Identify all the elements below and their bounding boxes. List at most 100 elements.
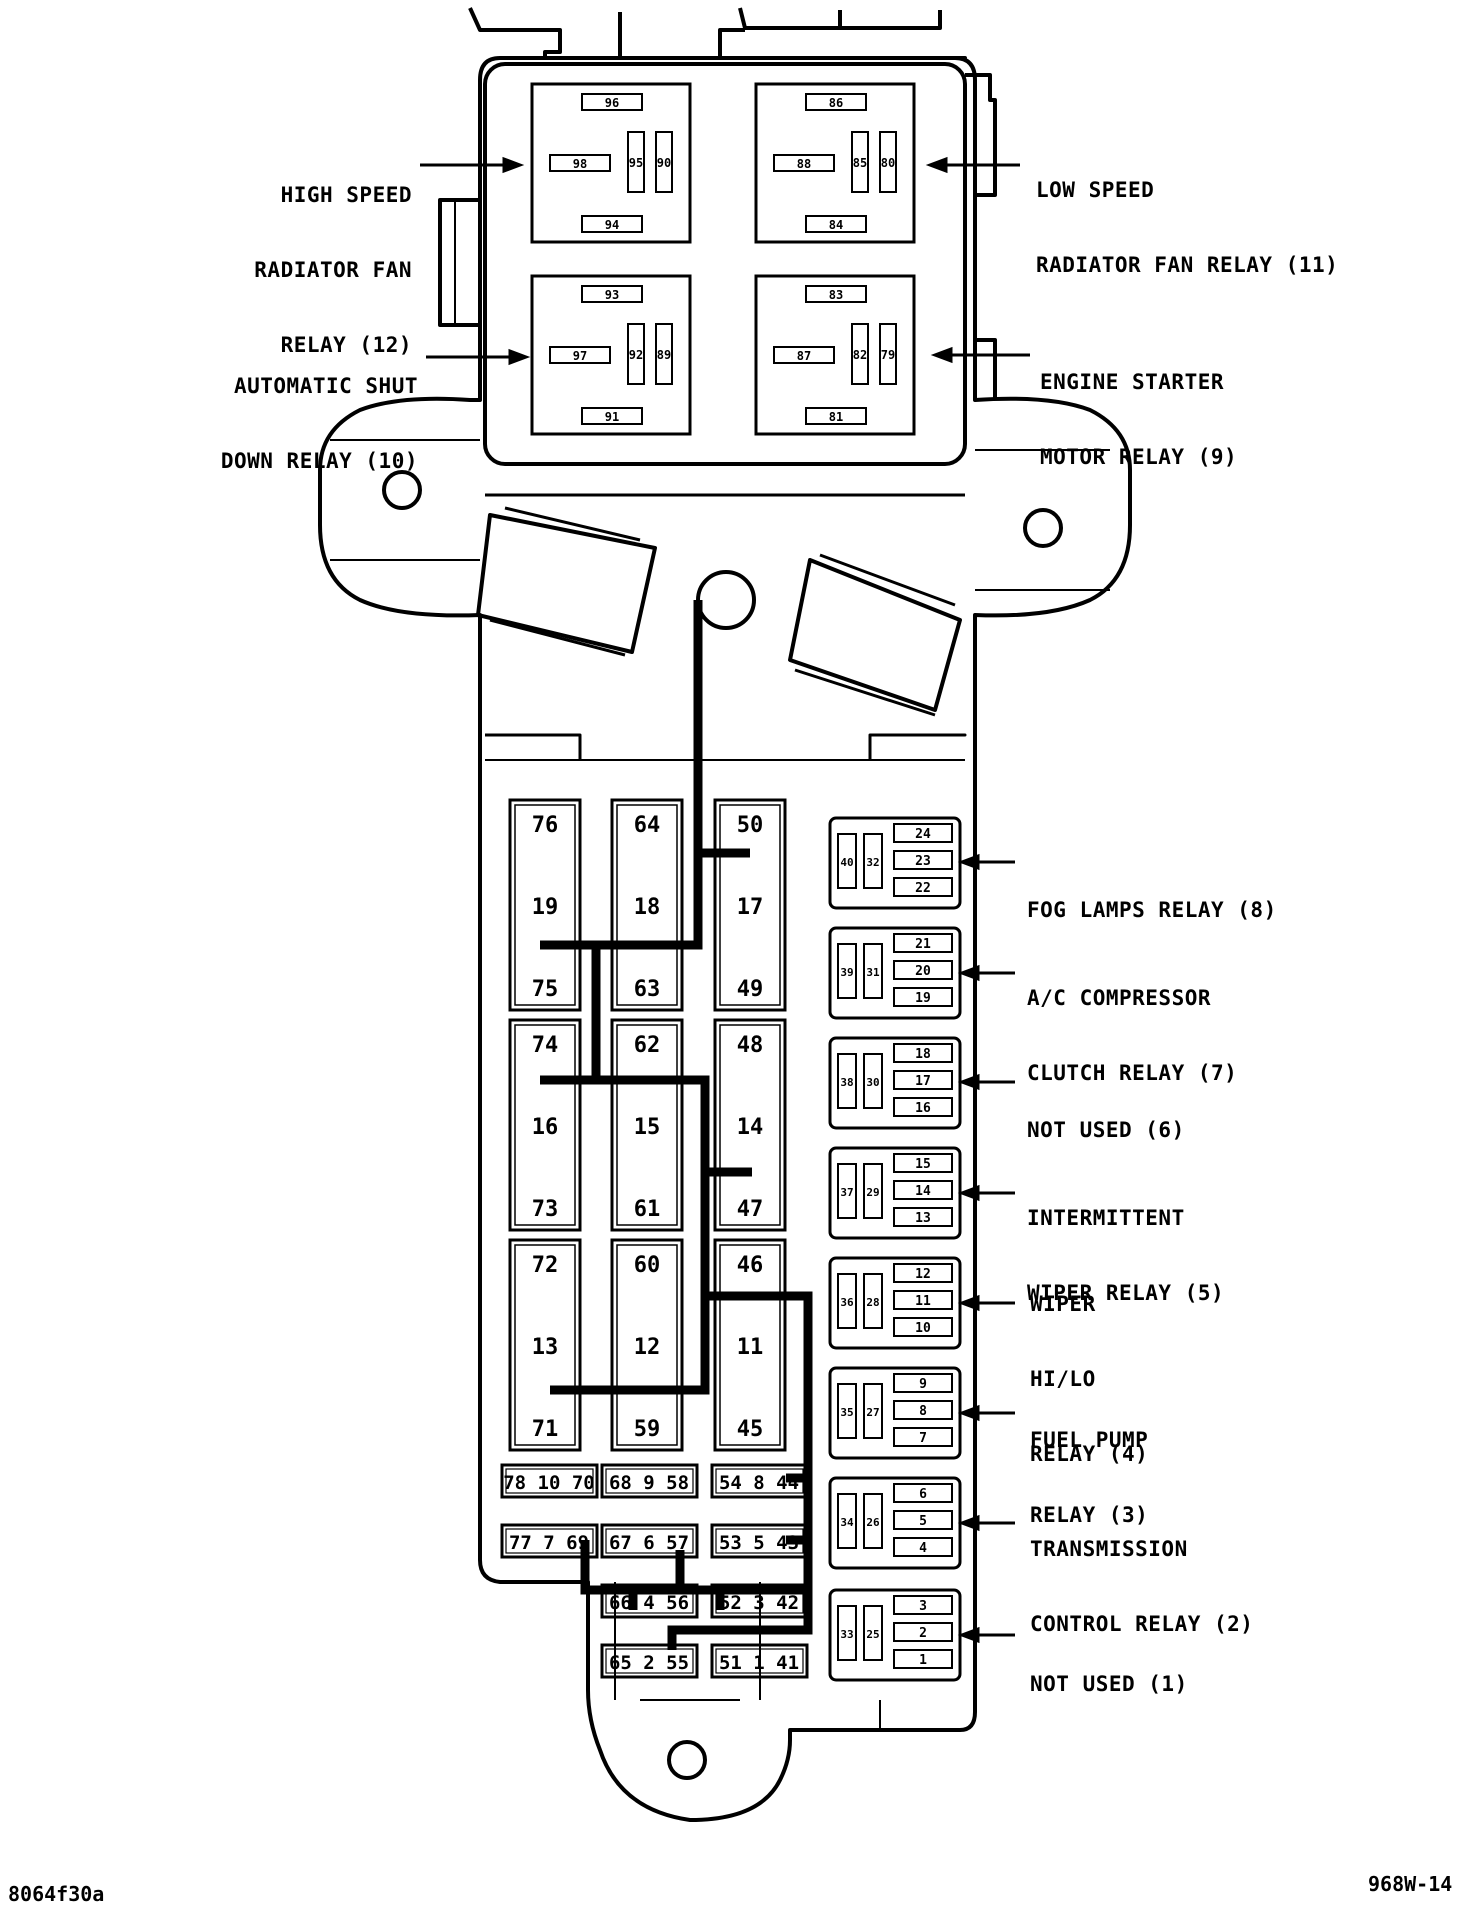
side-relay-terminal bbox=[893, 1537, 953, 1557]
fuse-number-mid: 13 bbox=[532, 1335, 559, 1360]
mini-fuse-numbers: 65 2 55 bbox=[609, 1652, 689, 1674]
arrow-head bbox=[957, 1184, 980, 1202]
side-relay-pin-b bbox=[863, 1273, 883, 1329]
fuse-number-top: 72 bbox=[532, 1253, 559, 1278]
side-relay-terminal-number: 21 bbox=[915, 937, 931, 952]
housing-outline bbox=[318, 56, 1132, 1822]
side-relay-terminal-number: 8 bbox=[919, 1404, 927, 1419]
fuse-number-top: 50 bbox=[737, 813, 764, 838]
slanted-connector-right bbox=[788, 553, 962, 717]
relay-terminal-number: 97 bbox=[573, 349, 587, 363]
arrow-head bbox=[508, 348, 531, 366]
mini-fuse-numbers: 78 10 70 bbox=[503, 1472, 595, 1494]
side-relay-pin-a bbox=[837, 1605, 857, 1661]
side-relay-terminal bbox=[893, 1180, 953, 1200]
side-relay-pin-a bbox=[837, 1053, 857, 1109]
label-ac-compressor-relay: A/C COMPRESSOR CLUTCH RELAY (7) bbox=[1027, 986, 1238, 1085]
fuse-outline bbox=[610, 798, 684, 1012]
relay-terminal bbox=[581, 407, 643, 425]
mini-fuse-numbers: 52 3 42 bbox=[719, 1592, 799, 1614]
top-tab-left bbox=[468, 7, 562, 60]
mini-fuse-outline bbox=[600, 1583, 699, 1619]
side-relay-pin-b-number: 30 bbox=[866, 1076, 879, 1089]
fuse-outline bbox=[508, 1018, 582, 1232]
side-relay-terminal-number: 17 bbox=[915, 1074, 931, 1089]
side-relay-terminal bbox=[893, 1510, 953, 1530]
side-relay-terminal-number: 20 bbox=[915, 964, 931, 979]
side-relay-body bbox=[828, 1036, 962, 1130]
fuse-inner bbox=[514, 804, 576, 1006]
side-relay-pin-a bbox=[837, 1383, 857, 1439]
side-relay-pin-b-number: 31 bbox=[866, 966, 880, 979]
relay-terminal-number: 88 bbox=[797, 157, 811, 171]
relay-terminal bbox=[655, 323, 673, 385]
arrow-head bbox=[957, 964, 980, 982]
side-relay-terminal bbox=[893, 1649, 953, 1669]
side-relay-pin-a-number: 39 bbox=[840, 966, 853, 979]
label-engine-starter-relay: ENGINE STARTER MOTOR RELAY (9) bbox=[1040, 370, 1238, 469]
side-relay-terminal-number: 6 bbox=[919, 1487, 927, 1502]
side-relay-terminal-number: 12 bbox=[915, 1267, 931, 1282]
relay-terminal bbox=[549, 346, 611, 364]
side-relay-terminal bbox=[893, 960, 953, 980]
fuse-inner bbox=[719, 1024, 781, 1226]
relay-body bbox=[530, 274, 692, 436]
side-relay-terminal-number: 14 bbox=[915, 1184, 931, 1199]
fuse-outline bbox=[713, 1238, 787, 1452]
relay-terminal-number: 90 bbox=[657, 156, 671, 170]
mini-fuse: 78 10 70 bbox=[500, 1463, 599, 1499]
arrow-head bbox=[502, 156, 525, 174]
relay-terminal bbox=[655, 131, 673, 193]
mini-fuse-outline bbox=[600, 1463, 699, 1499]
label-intermittent-wiper-relay: INTERMITTENT WIPER RELAY (5) bbox=[1027, 1206, 1225, 1305]
side-relay-terminal bbox=[893, 1595, 953, 1615]
fuse-outline bbox=[713, 1018, 787, 1232]
mini-fuse-numbers: 77 7 69 bbox=[509, 1532, 589, 1554]
fuse-number-mid: 17 bbox=[737, 895, 764, 920]
side-relay-terminal bbox=[893, 1317, 953, 1337]
mini-fuse-numbers: 51 1 41 bbox=[719, 1652, 799, 1674]
side-relay-terminal bbox=[893, 1043, 953, 1063]
fuse-inner bbox=[719, 1244, 781, 1446]
relay-terminal bbox=[773, 154, 835, 172]
relay-terminal bbox=[627, 323, 645, 385]
side-relay-pin-a bbox=[837, 1273, 857, 1329]
arrow-head bbox=[957, 853, 980, 871]
callout-arrows bbox=[420, 156, 1030, 1644]
relay-terminal-number: 89 bbox=[657, 348, 671, 362]
mini-fuse-inner bbox=[505, 1468, 594, 1494]
top-tab-right bbox=[718, 7, 942, 60]
fuse-number-bottom: 59 bbox=[634, 1417, 661, 1442]
side-relay-terminal bbox=[893, 1290, 953, 1310]
label-auto-shutdown-relay: AUTOMATIC SHUT DOWN RELAY (10) bbox=[220, 374, 418, 473]
side-relay-pin-a bbox=[837, 1163, 857, 1219]
mini-fuse-outline bbox=[600, 1523, 699, 1559]
mini-fuse: 67 6 57 bbox=[600, 1523, 699, 1559]
side-relay-pin-a-number: 40 bbox=[840, 856, 853, 869]
side-relay-pin-b-number: 29 bbox=[866, 1186, 879, 1199]
side-relay-terminal-number: 23 bbox=[915, 854, 931, 869]
side-relay-terminal bbox=[893, 823, 953, 843]
mini-fuse-numbers: 67 6 57 bbox=[609, 1532, 689, 1554]
fuse-inner bbox=[719, 804, 781, 1006]
fuse-inner bbox=[514, 1244, 576, 1446]
side-relay-pin-b bbox=[863, 833, 883, 889]
fuse-outline bbox=[508, 1238, 582, 1452]
relay-terminal-number: 91 bbox=[605, 410, 619, 424]
relay-terminal-number: 94 bbox=[605, 218, 619, 232]
fuse-number-bottom: 49 bbox=[737, 977, 764, 1002]
mount-hole-left bbox=[382, 470, 422, 510]
fuse-number-top: 74 bbox=[532, 1033, 559, 1058]
fuse-number-top: 46 bbox=[737, 1253, 764, 1278]
relay-terminal-number: 83 bbox=[829, 288, 843, 302]
side-relay-terminal bbox=[893, 1373, 953, 1393]
